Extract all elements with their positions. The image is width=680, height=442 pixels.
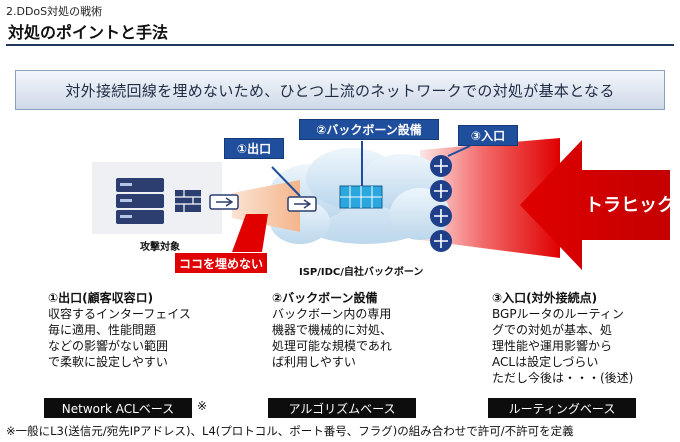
warning-tag-label: ココを埋めない xyxy=(178,256,263,271)
column-backbone-body: バックボーン内の専用 機器で機械的に対処、 処理可能な規模であれ ば利用しやすい xyxy=(272,307,393,369)
routing-method-label: ルーティングベース xyxy=(508,401,616,416)
column-exit-body: 収容するインターフェイス 毎に適用、性能問題 などの影響がない範囲 で柔軟に設定… xyxy=(48,307,191,369)
column-entry-body: BGPルータのルーティン グでの対処が基本、処 理性能や運用影響から ACLは設… xyxy=(492,307,634,385)
traffic-arrow xyxy=(520,140,670,270)
key-message-banner: 対外接続回線を埋めないため、ひとつ上流のネットワークでの対処が基本となる xyxy=(15,70,665,110)
key-message-text: 対外接続回線を埋めないため、ひとつ上流のネットワークでの対処が基本となる xyxy=(65,81,615,100)
exit-tag-label: ①出口 xyxy=(236,142,272,156)
exit-pointer xyxy=(271,166,301,197)
section-label: 2.DDoS対処の戦術 xyxy=(6,5,103,18)
exit-router-icon xyxy=(287,196,317,212)
algorithm-method-label: アルゴリズムベース xyxy=(288,401,396,416)
backbone-appliance-icon xyxy=(339,185,383,209)
target-label: 攻撃対象 xyxy=(140,242,180,253)
entry-tag-label: ③入口 xyxy=(470,129,506,143)
algorithm-method-badge: アルゴリズムベース xyxy=(268,398,416,418)
server-stack-icon xyxy=(116,178,164,224)
backbone-tag-label: ②バックボーン設備 xyxy=(316,123,422,137)
exit-tag: ①出口 xyxy=(224,138,284,159)
column-exit-title: ①出口(顧客収容ロ) xyxy=(48,291,154,305)
column-entry-title: ③入口(対外接続点) xyxy=(492,291,598,305)
footnote: ※一般にL3(送信元/宛先IPアドレス)、L4(プロトコル、ポート番号、フラグ)… xyxy=(6,424,574,438)
firewall-icon xyxy=(175,190,201,212)
backbone-tag: ②バックボーン設備 xyxy=(299,119,439,140)
traffic-funnel xyxy=(420,138,560,258)
warning-pointer xyxy=(232,214,268,252)
entry-tag: ③入口 xyxy=(458,125,518,146)
edge-router-icon xyxy=(209,194,239,210)
title-divider xyxy=(6,44,674,46)
acl-method-badge: Network ACLベース xyxy=(44,398,192,418)
routing-method-badge: ルーティングベース xyxy=(488,398,636,418)
entry-pointer xyxy=(447,145,471,157)
acl-method-label: Network ACLベース xyxy=(61,401,175,416)
entry-router-stack-icon xyxy=(430,155,452,252)
isp-label: ISP/IDC/自社バックボーン xyxy=(299,267,424,278)
network-diagram xyxy=(92,138,670,270)
warning-tag: ココを埋めない xyxy=(175,253,267,273)
page-title: 対処のポイントと手法 xyxy=(8,23,169,42)
acl-footnote-marker: ※ xyxy=(197,399,208,413)
traffic-label: トラヒック xyxy=(585,195,675,216)
column-backbone-title: ②バックボーン設備 xyxy=(272,291,378,305)
